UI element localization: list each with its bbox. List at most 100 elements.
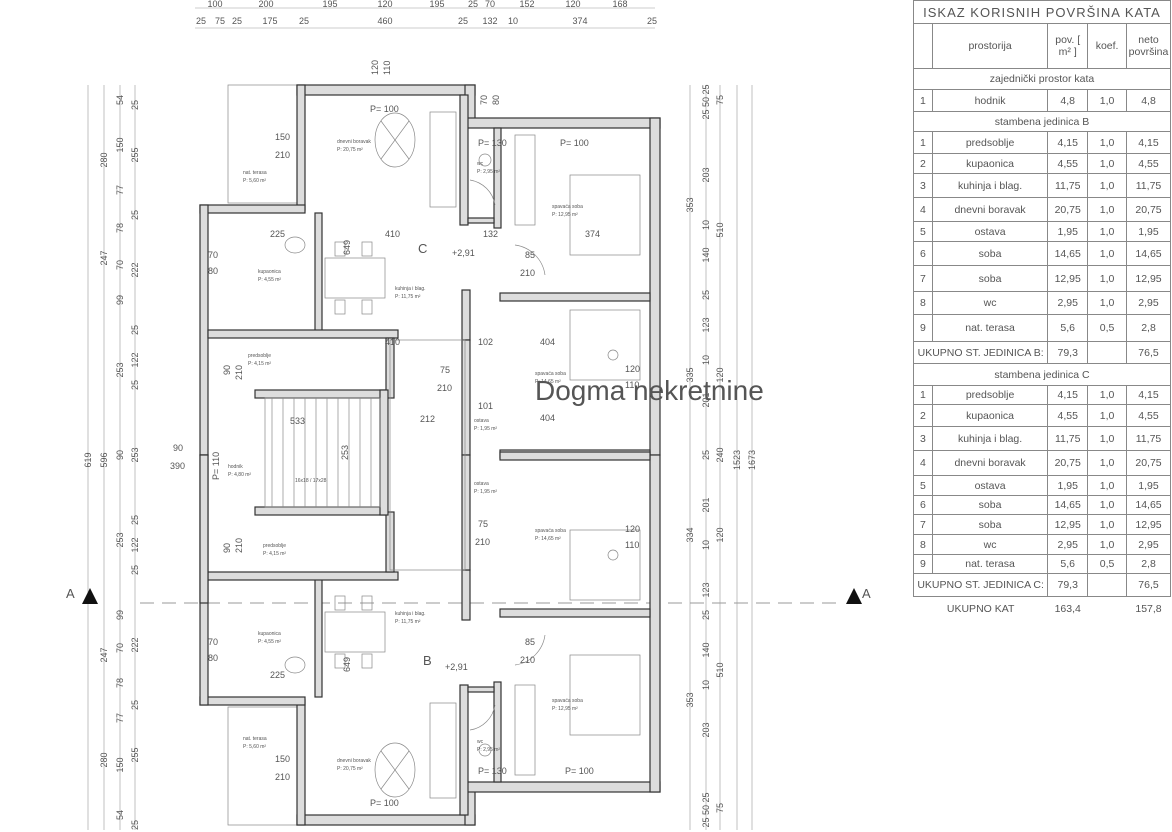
cell-net: 11,75 bbox=[1126, 173, 1171, 198]
dimension-label: 253 bbox=[115, 362, 125, 377]
cell-coef: 1,0 bbox=[1087, 534, 1127, 555]
window-label: P= 100 bbox=[560, 138, 589, 148]
dimension-label: 353 bbox=[685, 197, 695, 212]
cell-area: 1,95 bbox=[1047, 475, 1089, 496]
room-name: spavaća soba bbox=[535, 528, 566, 534]
total-label: UKUPNO KAT bbox=[946, 603, 1015, 616]
cell-area: 5,6 bbox=[1047, 554, 1089, 574]
cell-room: dnevni boravak bbox=[931, 197, 1049, 222]
cell-area: 12,95 bbox=[1047, 514, 1089, 535]
cell-area: 1,95 bbox=[1047, 221, 1089, 242]
cell-no: 8 bbox=[913, 534, 933, 555]
window-height: 110 bbox=[382, 61, 392, 75]
cell-net: 14,65 bbox=[1126, 495, 1171, 515]
cell-coef: 1,0 bbox=[1087, 131, 1127, 154]
dimension-label: 203 bbox=[701, 722, 711, 737]
dimension-label: 140 bbox=[701, 247, 711, 262]
staircase bbox=[199, 339, 466, 604]
dimension-label: 122 bbox=[130, 537, 140, 552]
cell-no: 2 bbox=[913, 404, 933, 427]
cell-area: 4,15 bbox=[1047, 131, 1089, 154]
dimension-label: 253 bbox=[340, 445, 350, 460]
dimension-label: 353 bbox=[685, 692, 695, 707]
cell-net: 1,95 bbox=[1126, 221, 1171, 242]
section-mark-right: A bbox=[862, 586, 871, 601]
dimension-label: 25 bbox=[468, 0, 478, 9]
section-title: stambena jedinica C bbox=[913, 363, 1171, 386]
door-height: 210 bbox=[234, 365, 244, 380]
section-arrow-icon bbox=[846, 588, 862, 604]
cell-area: 5,6 bbox=[1047, 314, 1089, 342]
dimension-label: 25 bbox=[130, 380, 140, 390]
section-row: zajednički prostor kata bbox=[913, 68, 1171, 90]
room-area: P: 20,75 m² bbox=[337, 766, 363, 772]
dimension-label: 70 bbox=[485, 0, 495, 9]
dimension-label: 25 bbox=[701, 450, 711, 460]
cell-no: 7 bbox=[913, 514, 933, 535]
cell-coef: 1,0 bbox=[1087, 426, 1127, 451]
total-coef bbox=[1088, 597, 1127, 622]
room-name: ostava bbox=[474, 481, 489, 487]
room-name: kupaonica bbox=[258, 631, 281, 637]
cell-coef: 1,0 bbox=[1087, 89, 1127, 112]
dimension-label: 75 bbox=[215, 16, 225, 26]
dimension-label: 77 bbox=[115, 713, 125, 723]
dimension-label: 75 bbox=[715, 95, 725, 105]
dimension-label: 649 bbox=[342, 657, 352, 672]
dimension-label: 152 bbox=[519, 0, 534, 9]
cell-room: predsoblje bbox=[931, 131, 1049, 154]
dimension-label: 203 bbox=[701, 167, 711, 182]
table-title: ISKAZ KORISNIH POVRŠINA KATA bbox=[913, 0, 1171, 24]
cell-net: 14,65 bbox=[1126, 241, 1171, 266]
total-area: 163,4 bbox=[1054, 603, 1081, 616]
dimension-label: 70 bbox=[115, 260, 125, 270]
cell-no: 5 bbox=[913, 221, 933, 242]
dimension-label: 25 bbox=[130, 565, 140, 575]
cell-no: 3 bbox=[913, 173, 933, 198]
dimension-label: 25 bbox=[130, 515, 140, 525]
cell-coef: 0,5 bbox=[1087, 554, 1127, 574]
dimension-label: 77 bbox=[115, 185, 125, 195]
dimension-label: 25 bbox=[701, 610, 711, 620]
total-coef bbox=[1087, 573, 1127, 597]
dimension-label: 25 bbox=[299, 16, 309, 26]
dimension-label: 54 bbox=[115, 810, 125, 820]
dimension-label: 253 bbox=[115, 532, 125, 547]
room-area: P: 5,60 m² bbox=[243, 178, 266, 184]
cell-room: soba bbox=[931, 514, 1049, 535]
dimension-label: 510 bbox=[715, 662, 725, 677]
section-mark-left: A bbox=[66, 586, 75, 601]
door-height: 210 bbox=[275, 772, 290, 782]
watermark-logo: Dogma nekretnine bbox=[535, 375, 764, 406]
cell-net: 12,95 bbox=[1126, 514, 1171, 535]
dimension-label: 100 bbox=[207, 0, 222, 9]
dimension-label: 1673 bbox=[747, 450, 757, 470]
cell-coef: 1,0 bbox=[1087, 241, 1127, 266]
dimension-label: 404 bbox=[540, 413, 555, 423]
section-row: stambena jedinica C bbox=[913, 363, 1171, 386]
total-net: 76,5 bbox=[1126, 341, 1171, 364]
room-name: predsoblje bbox=[263, 543, 286, 549]
room-area: P: 4,15 m² bbox=[248, 361, 271, 367]
door-height: 210 bbox=[234, 538, 244, 553]
dimension-label: 200 bbox=[258, 0, 273, 9]
door-width: 90 bbox=[222, 365, 232, 375]
dimension-label: 334 bbox=[685, 527, 695, 542]
dimension-label: 102 bbox=[478, 337, 493, 347]
cell-no: 4 bbox=[913, 450, 933, 476]
window-height: 80 bbox=[208, 266, 218, 276]
cell-area: 2,95 bbox=[1047, 291, 1089, 315]
dimension-label: 404 bbox=[540, 337, 555, 347]
dimension-label: 510 bbox=[715, 222, 725, 237]
room-area: P: 2,95 m² bbox=[477, 747, 500, 753]
dimension-label: 247 bbox=[99, 647, 109, 662]
